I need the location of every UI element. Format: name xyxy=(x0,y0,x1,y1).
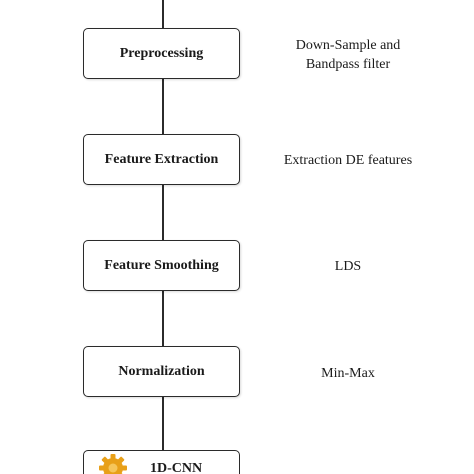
connector-3 xyxy=(162,291,164,346)
step-feature-extraction: Feature Extraction xyxy=(83,134,240,185)
step-label: Normalization xyxy=(118,363,205,379)
note-preprocessing: Down-Sample and Bandpass filter xyxy=(262,36,434,74)
note-line: Bandpass filter xyxy=(305,57,391,72)
note-feature-smoothing: LDS xyxy=(262,257,434,276)
connector-top xyxy=(162,0,164,28)
step-1d-cnn: 1D-CNN xyxy=(83,450,240,474)
note-line: Extraction DE features xyxy=(283,153,413,168)
note-line: Down-Sample and xyxy=(295,38,401,53)
gear-icon xyxy=(99,454,127,474)
note-normalization: Min-Max xyxy=(262,364,434,383)
step-label: Feature Extraction xyxy=(104,151,219,167)
connector-2 xyxy=(162,185,164,240)
connector-1 xyxy=(162,79,164,134)
step-label: Feature Smoothing xyxy=(104,257,219,273)
note-line: Min-Max xyxy=(321,366,375,381)
step-label: Preprocessing xyxy=(119,45,204,61)
gear-hub xyxy=(108,463,118,473)
step-feature-smoothing: Feature Smoothing xyxy=(83,240,240,291)
step-label: 1D-CNN xyxy=(150,461,203,474)
note-feature-extraction: Extraction DE features xyxy=(262,151,434,170)
connector-4 xyxy=(162,397,164,450)
step-preprocessing: Preprocessing xyxy=(83,28,240,79)
step-normalization: Normalization xyxy=(83,346,240,397)
note-line: LDS xyxy=(334,259,362,274)
